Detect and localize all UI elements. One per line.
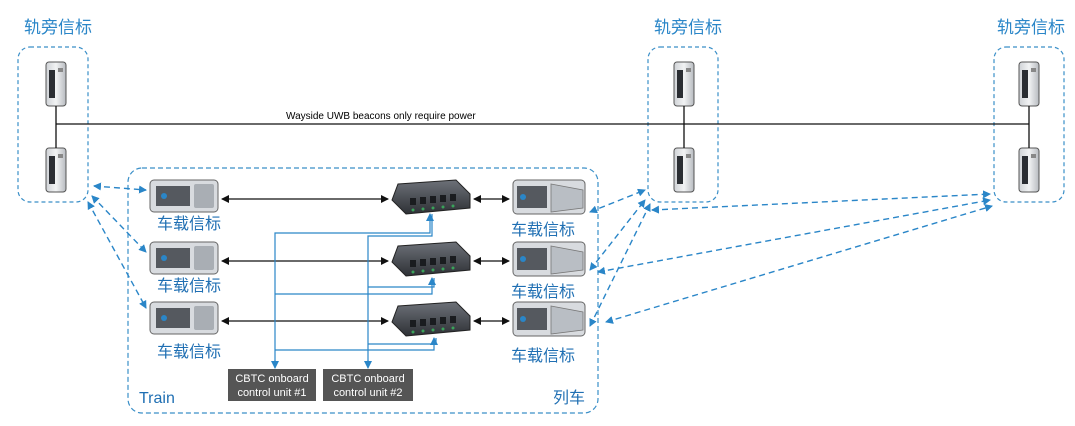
onboard-label-left-2: 车载信标 [157, 276, 221, 295]
wayside-beacon-icon [1018, 61, 1040, 107]
onboard-beacon-left-2 [149, 241, 219, 275]
wayside-beacon-icon [673, 147, 695, 193]
network-switch-2 [391, 241, 471, 277]
wayside-beacon-icon [1018, 147, 1040, 193]
onboard-beacon-right-3 [512, 301, 586, 337]
onboard-label-right-1: 车载信标 [511, 220, 575, 239]
control-unit-1-line1: CBTC onboard [235, 373, 308, 385]
wayside-group-middle: 轨旁信标 [647, 18, 722, 203]
control-unit-1-line2: control unit #1 [237, 387, 306, 399]
wayside-group-left: 轨旁信标 [17, 18, 92, 203]
onboard-beacon-left-3 [149, 301, 219, 335]
wireless-links [87, 182, 993, 327]
wayside-beacon-icon [45, 61, 67, 107]
wayside-power-line [55, 106, 1030, 148]
control-unit-1: CBTC onboard control unit #1 [228, 369, 316, 401]
control-unit-wiring [271, 213, 438, 369]
power-note: Wayside UWB beacons only require power [286, 111, 476, 122]
wayside-beacon-icon [673, 61, 695, 107]
control-unit-2-line1: CBTC onboard [331, 373, 404, 385]
onboard-beacon-left-1 [149, 179, 219, 213]
network-switch-3 [391, 301, 471, 337]
control-unit-2-line2: control unit #2 [333, 387, 402, 399]
train-label-cn: 列车 [553, 388, 585, 407]
onboard-label-left-3: 车载信标 [157, 342, 221, 361]
network-switch-1 [391, 179, 471, 215]
wired-links [221, 195, 510, 325]
train-label-en: Train [139, 390, 175, 407]
onboard-label-left-1: 车载信标 [157, 214, 221, 233]
wayside-label-left: 轨旁信标 [24, 18, 92, 38]
wayside-label-right: 轨旁信标 [997, 18, 1065, 38]
control-unit-2: CBTC onboard control unit #2 [323, 369, 413, 401]
onboard-label-right-2: 车载信标 [511, 282, 575, 301]
onboard-beacon-right-1 [512, 179, 586, 215]
wayside-label-middle: 轨旁信标 [654, 18, 722, 38]
onboard-beacon-right-2 [512, 241, 586, 277]
onboard-label-right-3: 车载信标 [511, 346, 575, 365]
wayside-beacon-icon [45, 147, 67, 193]
